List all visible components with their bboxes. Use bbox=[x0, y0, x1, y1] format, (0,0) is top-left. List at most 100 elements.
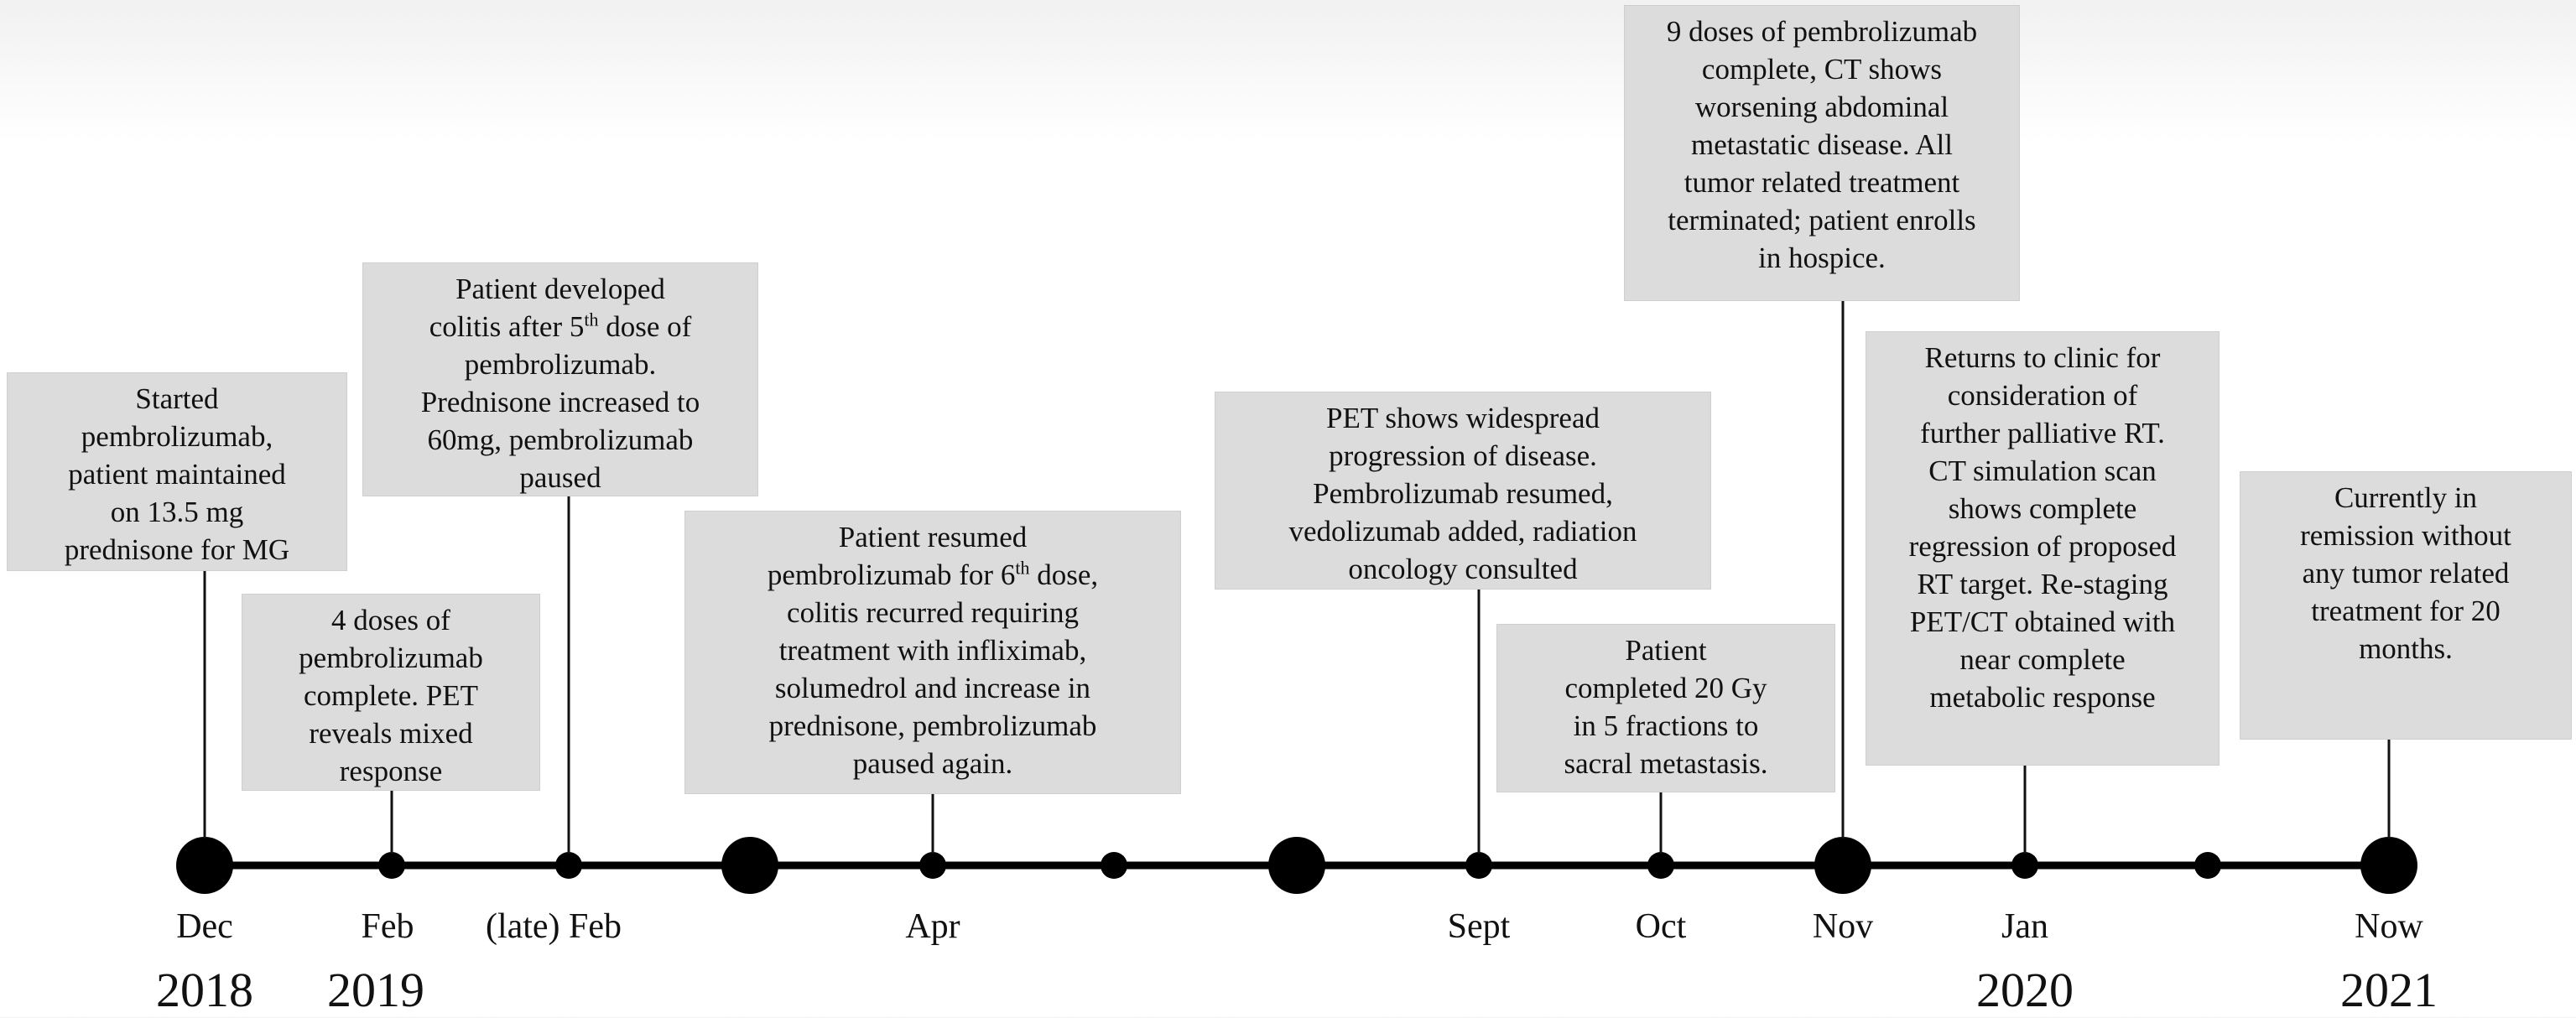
event-text-line: pembrolizumab for 6th dose, bbox=[767, 557, 1099, 591]
event-text-line: Pembrolizumab resumed, bbox=[1313, 477, 1613, 510]
event-text-line: months. bbox=[2359, 632, 2453, 665]
month-label-sept: Sept bbox=[1447, 907, 1511, 946]
node-feb-2019 bbox=[378, 852, 405, 879]
event-text-line: PET/CT obtained with bbox=[1909, 605, 2176, 638]
event-box-e1: Started pembrolizumab, patient maintained o… bbox=[7, 372, 347, 571]
event-text-line: paused again. bbox=[852, 747, 1013, 780]
event-text-line: pembrolizumab. bbox=[464, 348, 657, 381]
event-text-line: pembrolizumab bbox=[299, 641, 483, 674]
event-text-line: complete. PET bbox=[303, 679, 478, 712]
node-major-2 bbox=[721, 837, 778, 894]
event-text-line: 60mg, pembrolizumab bbox=[427, 423, 694, 456]
event-box-e4: Patient resumed pembrolizumab for 6th dos… bbox=[684, 511, 1181, 794]
event-text-line: pembrolizumab, bbox=[81, 420, 273, 453]
event-box-e6: Patient completed 20 Gy in 5 fractions to s… bbox=[1496, 624, 1835, 792]
event-text-line: prednisone for MG bbox=[64, 533, 290, 566]
event-text-line: solumedrol and increase in bbox=[774, 672, 1091, 704]
event-text-line: completed 20 Gy bbox=[1564, 672, 1767, 704]
event-text-line: sacral metastasis. bbox=[1564, 747, 1768, 780]
event-text-line: remission without bbox=[2300, 519, 2511, 552]
node-apr bbox=[919, 852, 946, 879]
node-jan bbox=[2011, 852, 2038, 879]
event-text-line: vedolizumab added, radiation bbox=[1288, 515, 1637, 548]
event-text-line: Patient resumed bbox=[838, 521, 1028, 553]
node-major-3 bbox=[1268, 837, 1325, 894]
year-label-2019: 2019 bbox=[327, 963, 424, 1017]
event-text-line: shows complete bbox=[1948, 492, 2137, 525]
event-text-line: response bbox=[339, 755, 443, 787]
node-dec-2018 bbox=[176, 837, 233, 894]
event-text-e2: 4 doses of pembrolizumab complete. PET reve… bbox=[299, 601, 483, 790]
event-text-line: treatment with infliximab, bbox=[778, 634, 1087, 667]
event-text-line: in hospice. bbox=[1758, 242, 1886, 274]
event-box-e5: PET shows widespread progression of disea… bbox=[1215, 392, 1711, 590]
node-oct bbox=[1647, 852, 1674, 879]
event-text-e9: Currently in remission without any tumor r… bbox=[2300, 479, 2511, 667]
event-text-line: Patient developed bbox=[455, 273, 665, 305]
event-text-e6: Patient completed 20 Gy in 5 fractions to s… bbox=[1564, 631, 1768, 782]
event-text-line: worsening abdominal bbox=[1694, 91, 1949, 123]
event-text-line: metabolic response bbox=[1929, 681, 2156, 714]
event-text-e8: Returns to clinic for consideration of fur… bbox=[1909, 339, 2177, 716]
event-text-e4: Patient resumed pembrolizumab for 6th dos… bbox=[768, 518, 1098, 782]
event-text-e7: 9 doses of pembrolizumab complete, CT sho… bbox=[1667, 13, 1977, 277]
month-label-late-feb: (late) Feb bbox=[485, 907, 622, 946]
event-text-line: prednisone, pembrolizumab bbox=[768, 709, 1097, 742]
node-late-feb bbox=[555, 852, 582, 879]
event-text-line: in 5 fractions to bbox=[1573, 709, 1759, 742]
event-text-e1: Started pembrolizumab, patient maintained o… bbox=[65, 380, 289, 569]
node-minor-2 bbox=[2194, 852, 2221, 879]
event-text-line: further palliative RT. bbox=[1920, 417, 2165, 449]
event-text-line: paused bbox=[519, 461, 601, 494]
event-text-line: any tumor related bbox=[2302, 557, 2510, 590]
event-text-e5: PET shows widespread progression of disea… bbox=[1289, 399, 1637, 588]
event-text-line: oncology consulted bbox=[1348, 553, 1578, 585]
event-text-line: tumor related treatment bbox=[1684, 166, 1960, 199]
event-text-line: RT target. Re-staging bbox=[1917, 568, 2168, 600]
month-label-now: Now bbox=[2355, 907, 2423, 946]
event-text-line: consideration of bbox=[1947, 379, 2138, 412]
event-text-line: 9 doses of pembrolizumab bbox=[1666, 15, 1978, 48]
node-nov bbox=[1814, 837, 1871, 894]
year-label-2020: 2020 bbox=[1976, 963, 2074, 1017]
node-minor-1 bbox=[1101, 852, 1127, 879]
month-label-apr: Apr bbox=[905, 907, 960, 946]
event-box-e3: Patient developed colitis after 5th dose … bbox=[362, 262, 758, 496]
event-text-line: metastatic disease. All bbox=[1691, 128, 1953, 161]
event-box-e8: Returns to clinic for consideration of fur… bbox=[1866, 331, 2220, 766]
event-text-line: colitis after 5th dose of bbox=[429, 309, 692, 343]
month-label-jan: Jan bbox=[2001, 907, 2048, 946]
event-text-line: Patient bbox=[1625, 634, 1707, 667]
event-text-line: complete, CT shows bbox=[1701, 53, 1943, 86]
event-text-line: progression of disease. bbox=[1329, 439, 1597, 472]
year-label-2021: 2021 bbox=[2340, 963, 2438, 1017]
event-text-line: near complete bbox=[1959, 643, 2126, 676]
node-now bbox=[2360, 837, 2417, 894]
event-box-e7: 9 doses of pembrolizumab complete, CT sho… bbox=[1624, 5, 2020, 301]
month-label-dec: Dec bbox=[176, 907, 233, 946]
event-text-line: Started bbox=[135, 382, 219, 415]
event-text-line: Prednisone increased to bbox=[420, 386, 700, 418]
event-text-line: regression of proposed bbox=[1908, 530, 2177, 563]
node-sept bbox=[1465, 852, 1492, 879]
event-text-line: treatment for 20 bbox=[2311, 595, 2501, 627]
event-text-e3: Patient developed colitis after 5th dose … bbox=[421, 270, 700, 496]
event-text-line: reveals mixed bbox=[309, 717, 473, 750]
event-text-line: 4 doses of bbox=[331, 604, 450, 636]
event-text-line: terminated; patient enrolls bbox=[1668, 204, 1976, 236]
event-box-e2: 4 doses of pembrolizumab complete. PET reve… bbox=[242, 594, 540, 791]
month-label-oct: Oct bbox=[1635, 907, 1687, 946]
month-label-feb: Feb bbox=[361, 907, 414, 946]
event-text-line: PET shows widespread bbox=[1326, 402, 1600, 434]
event-text-line: Currently in bbox=[2334, 481, 2478, 514]
event-text-line: colitis recurred requiring bbox=[787, 596, 1079, 629]
event-box-e9: Currently in remission without any tumor r… bbox=[2240, 471, 2572, 740]
event-text-line: Returns to clinic for bbox=[1924, 341, 2161, 374]
year-label-2018: 2018 bbox=[156, 963, 253, 1017]
event-text-line: CT simulation scan bbox=[1928, 454, 2157, 487]
event-text-line: patient maintained bbox=[68, 458, 286, 491]
month-label-nov: Nov bbox=[1812, 907, 1874, 946]
event-text-line: on 13.5 mg bbox=[110, 496, 244, 528]
